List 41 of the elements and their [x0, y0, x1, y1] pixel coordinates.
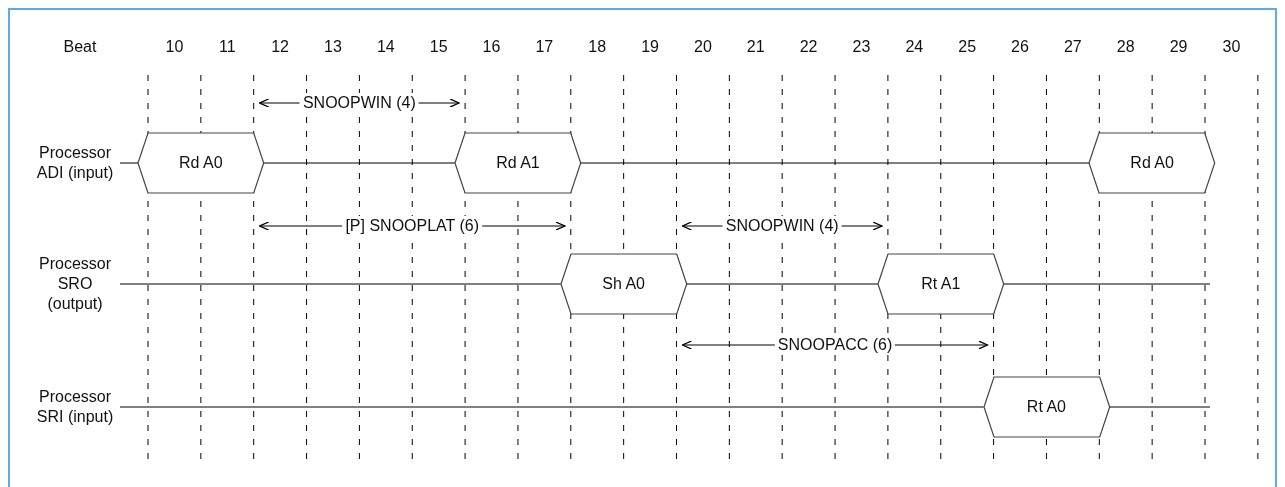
beat-number: 15: [429, 37, 448, 57]
beat-number: 13: [324, 37, 342, 57]
signal-line: [1108, 406, 1211, 408]
timing-parameter: SNOOPWIN (4): [722, 216, 842, 236]
bus-value: Rd A1: [455, 133, 581, 193]
beat-number: 12: [271, 37, 289, 57]
axis-title: Beat: [63, 37, 97, 57]
beat-number: 17: [535, 37, 554, 57]
signal-line: [119, 162, 139, 164]
signal-name: Processor SRI (input): [34, 387, 116, 427]
beat-number: 14: [376, 37, 395, 57]
beat-number: 26: [1011, 37, 1029, 57]
beat-number: 16: [482, 37, 501, 57]
beat-number: 22: [799, 37, 818, 57]
signal-line: [580, 162, 1090, 164]
beat-number: 30: [1222, 37, 1241, 57]
bus-value: Rd A0: [1089, 133, 1215, 193]
bus-value: Rt A1: [877, 254, 1004, 314]
signal-line: [263, 162, 456, 164]
beat-number: 19: [641, 37, 659, 57]
timing-parameter: SNOOPACC (6): [774, 335, 896, 355]
beat-number: 29: [1169, 37, 1188, 57]
beat-number: 23: [852, 37, 871, 57]
beat-number: 18: [588, 37, 607, 57]
bus-value: Sh A0: [560, 254, 687, 314]
signal-name: Processor SRO (output): [34, 254, 116, 314]
beat-number: 11: [218, 37, 236, 57]
beat-number: 24: [905, 37, 924, 57]
beat-number: 25: [958, 37, 977, 57]
beat-number: 10: [165, 37, 184, 57]
beat-number: 27: [1063, 37, 1082, 57]
bus-value: Rt A0: [983, 377, 1110, 437]
beat-number: 21: [746, 37, 765, 57]
beat-number: 28: [1116, 37, 1135, 57]
beat-number: 20: [694, 37, 712, 57]
signal-name: Processor ADI (input): [34, 143, 116, 183]
timing-parameter: SNOOPWIN (4): [299, 93, 419, 113]
signal-line: [1003, 283, 1211, 285]
signal-line: [686, 283, 879, 285]
bus-value: Rd A0: [138, 133, 264, 193]
timing-parameter: [P] SNOOPLAT (6): [342, 216, 483, 236]
